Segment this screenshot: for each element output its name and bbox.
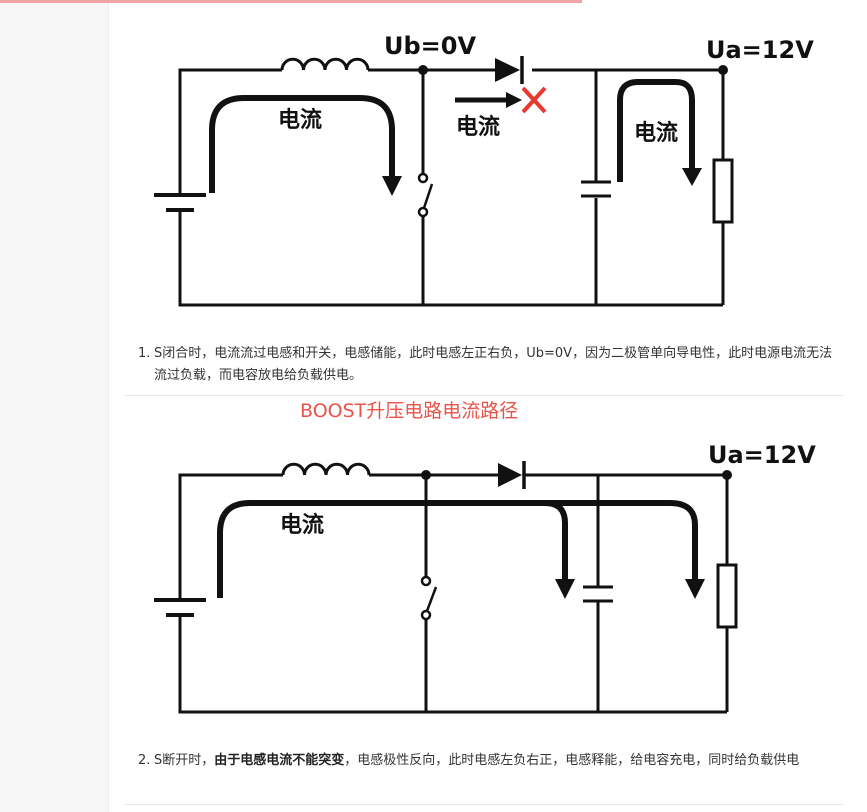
current-label: 电流: [278, 107, 322, 133]
circuit-wires: [178, 68, 725, 307]
caption-step-1: 1. S闭合时，电流流过电感和开关，电感储能，此时电感左正右负，Ub=0V，因为…: [138, 343, 843, 387]
caption-step-2: 2. S断开时，由于电感电流不能突变，电感极性反向，此时电感左负右正，电感释能，…: [138, 750, 843, 772]
node-dot: [722, 470, 732, 480]
voltage-label-ua: Ua=12V: [708, 441, 816, 469]
voltage-label-ub: Ub=0V: [384, 32, 476, 60]
top-accent-bar: [0, 0, 582, 3]
diode-icon: [498, 461, 526, 489]
battery-icon: [154, 598, 206, 617]
capacitor-discharge-arrow: [617, 79, 702, 186]
voltage-label-ua: Ua=12V: [706, 36, 814, 64]
blocked-cross-icon: [521, 86, 547, 114]
battery-icon: [154, 193, 206, 212]
divider: [124, 804, 844, 805]
caption-text-after: ，电感极性反向，此时电感左负右正，电感释能，给电容充电，同时给负载供电: [344, 753, 800, 768]
circuit-wires: [178, 473, 729, 714]
current-path-arrow: [209, 95, 402, 196]
current-label: 电流: [634, 120, 678, 146]
caption-text: S断开时，由于电感电流不能突变，电感极性反向，此时电感左负右正，电感释能，给电容…: [138, 750, 843, 772]
caption-text-bold: 由于电感电流不能突变: [214, 753, 345, 768]
article-body: [109, 3, 867, 812]
section-title: BOOST升压电路电流路径: [300, 400, 519, 422]
gutter-edge: [108, 0, 109, 812]
inductor-icon: [281, 462, 371, 476]
blocked-current-arrow: [455, 92, 522, 108]
diode-icon: [495, 56, 524, 84]
resistor-icon: [716, 563, 738, 629]
caption-text-before: S断开时，: [154, 753, 215, 768]
current-label: 电流: [280, 512, 324, 538]
caption-text: S闭合时，电流流过电感和开关，电感储能，此时电感左正右负，Ub=0V，因为二极管…: [154, 346, 833, 383]
capacitor-icon: [581, 180, 611, 198]
node-dot: [418, 65, 428, 75]
node-dot: [421, 470, 431, 480]
circuit-diagram-switch-open: Ua=12V 电流: [154, 441, 816, 714]
caption-number: 1.: [138, 346, 151, 361]
left-gutter: [0, 0, 108, 812]
current-path-arrow: [217, 500, 705, 599]
switch-icon: [420, 575, 438, 621]
caption-number: 2.: [138, 753, 151, 768]
node-dot: [718, 65, 728, 75]
circuit-diagram-switch-closed: Ub=0V Ua=12V 电流 电流 电流: [154, 32, 814, 307]
switch-icon: [417, 172, 434, 218]
current-label: 电流: [456, 114, 500, 140]
divider: [124, 395, 844, 396]
capacitor-icon: [583, 585, 613, 603]
resistor-icon: [712, 158, 734, 224]
inductor-icon: [280, 57, 370, 71]
